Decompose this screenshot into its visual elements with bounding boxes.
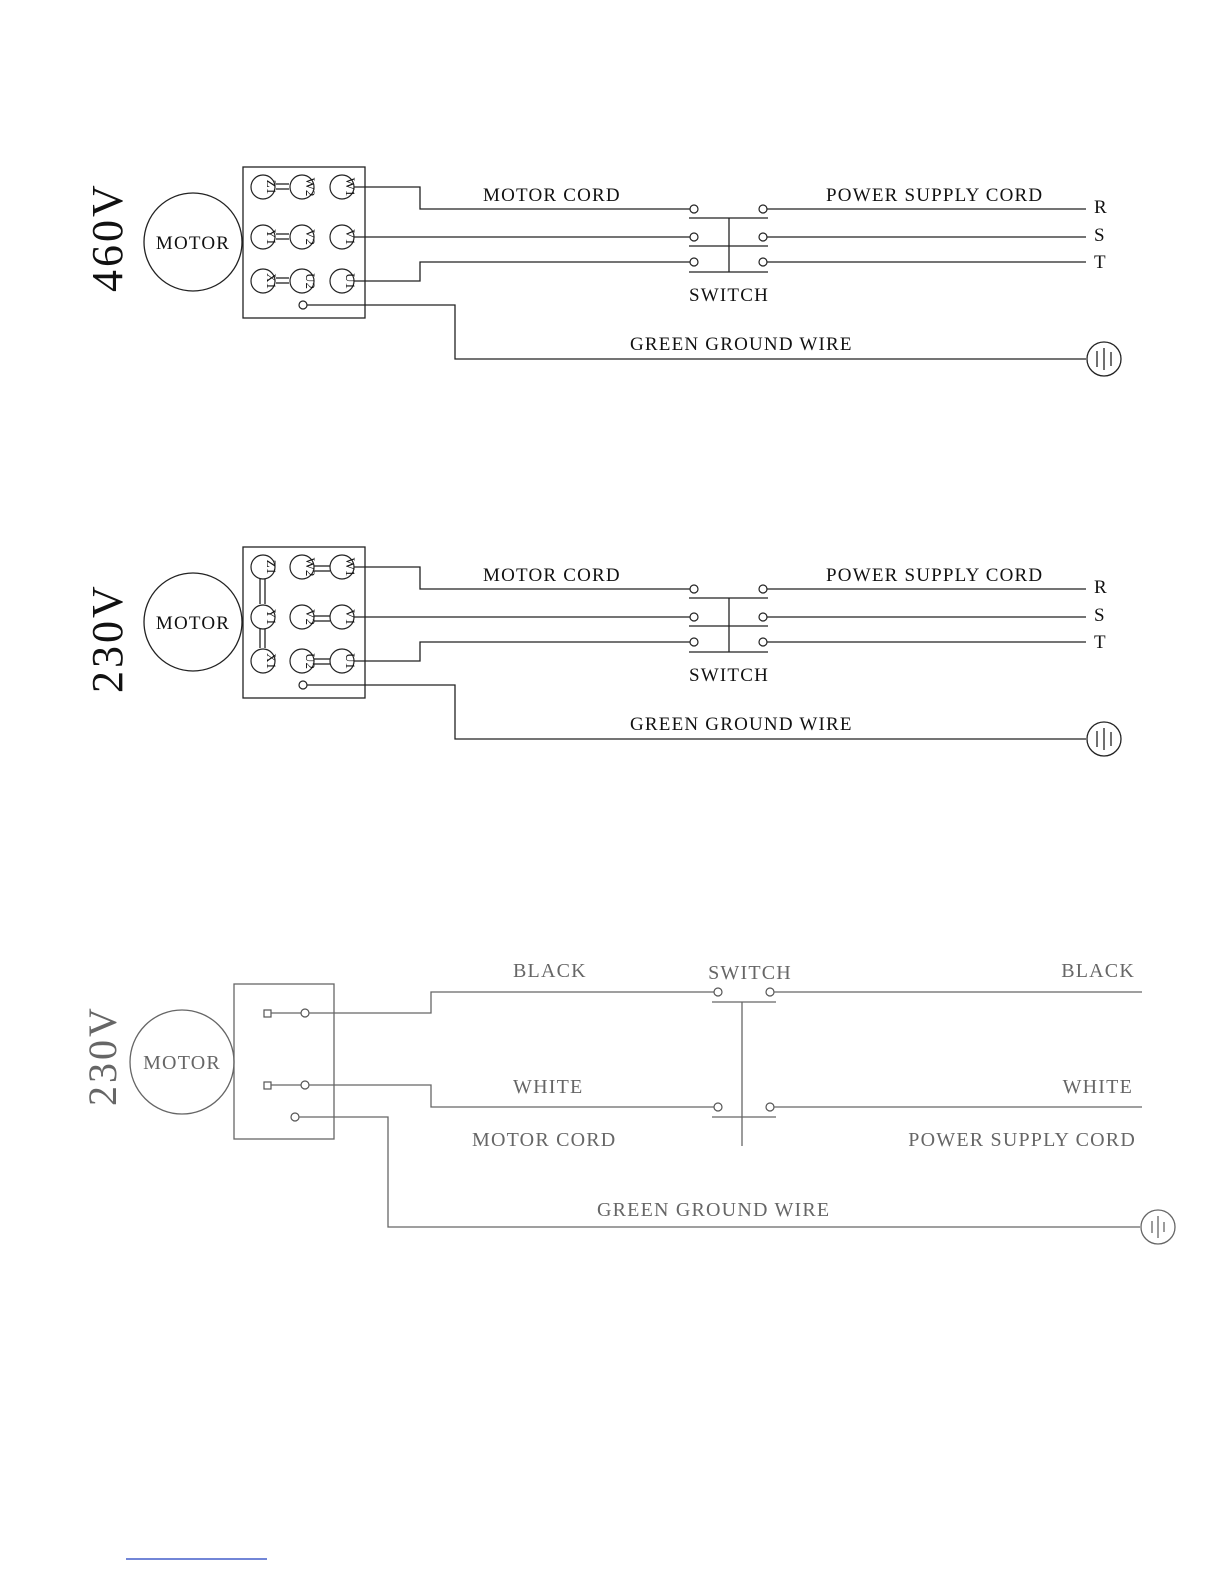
terminal [301, 1009, 309, 1017]
svg-text:W2: W2 [303, 558, 318, 577]
voltage-label: 230V [80, 1005, 125, 1106]
voltage-label: 230V [83, 583, 132, 693]
ground-terminal [291, 1113, 299, 1121]
wire-u1 [354, 642, 690, 661]
svg-text:Y1: Y1 [264, 609, 279, 625]
motor-label: MOTOR [156, 233, 230, 254]
white-right-label: WHITE [1063, 1076, 1133, 1098]
diagram-230v-three-phase: 230V MOTOR Z1 W2 W1 Y1 V2 V1 X1 U2 U1 [83, 547, 1121, 756]
wire-u1 [354, 262, 690, 281]
motor-cord-label: MOTOR CORD [483, 565, 621, 586]
svg-text:V2: V2 [303, 609, 318, 625]
motor-cord-label: MOTOR CORD [472, 1129, 616, 1151]
svg-text:W2: W2 [303, 178, 318, 197]
switch-label: SWITCH [708, 962, 792, 984]
switch-label: SWITCH [689, 665, 769, 686]
phase-t-label: T [1094, 252, 1107, 273]
diagram-460v: 460V MOTOR Z1 W2 W1 Y1 V2 V1 X1 U2 U1 [83, 167, 1121, 376]
wire-black-motor [309, 992, 714, 1013]
switch-label: SWITCH [689, 285, 769, 306]
black-left-label: BLACK [513, 960, 587, 982]
power-supply-cord-label: POWER SUPPLY CORD [908, 1129, 1136, 1151]
ground-wire-label: GREEN GROUND WIRE [630, 334, 853, 355]
power-supply-cord-label: POWER SUPPLY CORD [826, 185, 1043, 206]
ground-terminal [299, 681, 307, 689]
diagram-230v-single-phase: 230V MOTOR BLACK BLACK SWIT [80, 960, 1175, 1244]
wire-white-motor [309, 1085, 714, 1107]
phase-r-label: R [1094, 577, 1108, 598]
switch [689, 585, 768, 652]
terminal-box [234, 984, 334, 1139]
svg-text:X1: X1 [264, 273, 279, 289]
voltage-label: 460V [83, 182, 132, 292]
terminal [264, 1082, 271, 1089]
ground-wire-label: GREEN GROUND WIRE [630, 714, 853, 735]
black-right-label: BLACK [1061, 960, 1135, 982]
svg-text:Y1: Y1 [264, 229, 279, 245]
svg-text:U2: U2 [303, 273, 318, 289]
motor-cord-label: MOTOR CORD [483, 185, 621, 206]
power-supply-cord-label: POWER SUPPLY CORD [826, 565, 1043, 586]
svg-text:X1: X1 [264, 653, 279, 669]
svg-text:Z1: Z1 [264, 180, 279, 194]
phase-s-label: S [1094, 225, 1106, 246]
svg-text:V2: V2 [303, 229, 318, 245]
white-left-label: WHITE [513, 1076, 583, 1098]
terminal [264, 1010, 271, 1017]
terminal [301, 1081, 309, 1089]
switch [712, 988, 776, 1146]
svg-text:Z1: Z1 [264, 560, 279, 574]
svg-text:U2: U2 [303, 653, 318, 669]
motor-label: MOTOR [156, 613, 230, 634]
phase-s-label: S [1094, 605, 1106, 626]
phase-t-label: T [1094, 632, 1107, 653]
ground-wire-label: GREEN GROUND WIRE [597, 1199, 830, 1221]
ground-terminal [299, 301, 307, 309]
motor-label: MOTOR [143, 1052, 221, 1074]
switch [689, 205, 768, 272]
phase-r-label: R [1094, 197, 1108, 218]
